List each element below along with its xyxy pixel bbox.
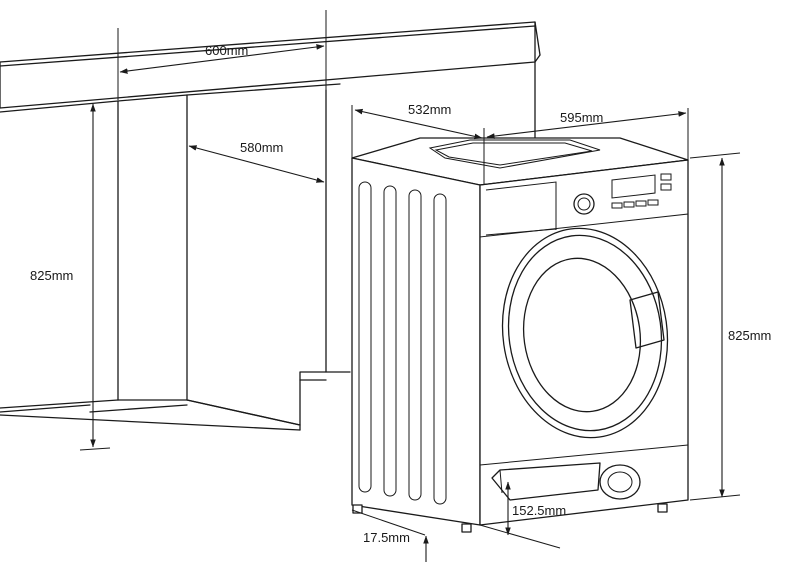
display-icon: [611, 174, 656, 199]
foot-clearance-label: 17.5mm: [363, 530, 410, 545]
washing-machine: [351, 137, 689, 533]
program-dial-icon: [573, 193, 595, 215]
filter-icon: [599, 464, 641, 500]
niche-height-label: 825mm: [30, 268, 73, 283]
niche-width-label: 600mm: [205, 43, 248, 58]
machine-width-label: 595mm: [560, 110, 603, 125]
panel-buttons-icon: [611, 199, 659, 209]
niche-depth-label: 580mm: [240, 140, 283, 155]
machine-depth-label: 532mm: [408, 102, 451, 117]
dimension-lines: [79, 10, 741, 562]
foot-height-label: 152.5mm: [512, 503, 566, 518]
dimension-labels: 600mm 580mm 825mm 532mm 595mm 825mm 152.…: [30, 43, 771, 545]
door-icon: [501, 227, 669, 439]
countertop: [0, 21, 536, 109]
machine-height-label: 825mm: [728, 328, 771, 343]
feet-icon: [352, 503, 668, 533]
